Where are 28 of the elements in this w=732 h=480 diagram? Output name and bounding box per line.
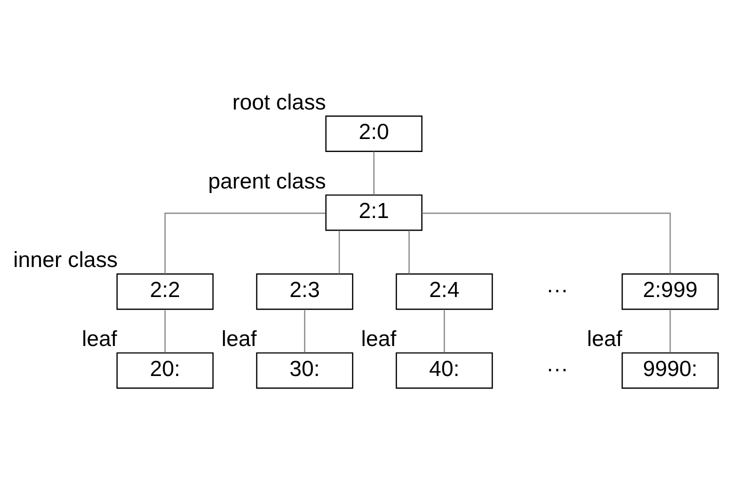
node-box: 2:4 <box>396 273 493 310</box>
connector <box>338 230 340 274</box>
node-box: 2:0 <box>325 116 422 152</box>
node-label: root class <box>232 89 326 114</box>
node-box: 2:1 <box>325 194 422 231</box>
connector <box>422 212 671 274</box>
node-box: 20: <box>116 352 214 389</box>
connector <box>164 310 166 353</box>
connector <box>373 152 374 195</box>
node-label: leaf <box>361 326 396 352</box>
connector <box>408 230 410 274</box>
node-label: parent class <box>208 168 326 194</box>
node-box: 2:2 <box>116 273 214 310</box>
node-label: leaf <box>82 326 118 352</box>
label: ··· <box>546 276 568 302</box>
node-label: leaf <box>221 326 257 352</box>
connector <box>304 310 306 353</box>
node-box: 9990: <box>622 352 719 389</box>
node-box: 40: <box>396 352 493 389</box>
connector <box>670 310 671 353</box>
connector <box>444 310 445 353</box>
connector <box>164 212 326 274</box>
node-box: 2:999 <box>622 273 719 310</box>
node-label: inner class <box>13 247 118 272</box>
node-box: 2:3 <box>256 273 354 310</box>
label: ··· <box>546 356 568 381</box>
node-label: leaf <box>586 326 622 352</box>
node-box: 30: <box>256 352 354 389</box>
